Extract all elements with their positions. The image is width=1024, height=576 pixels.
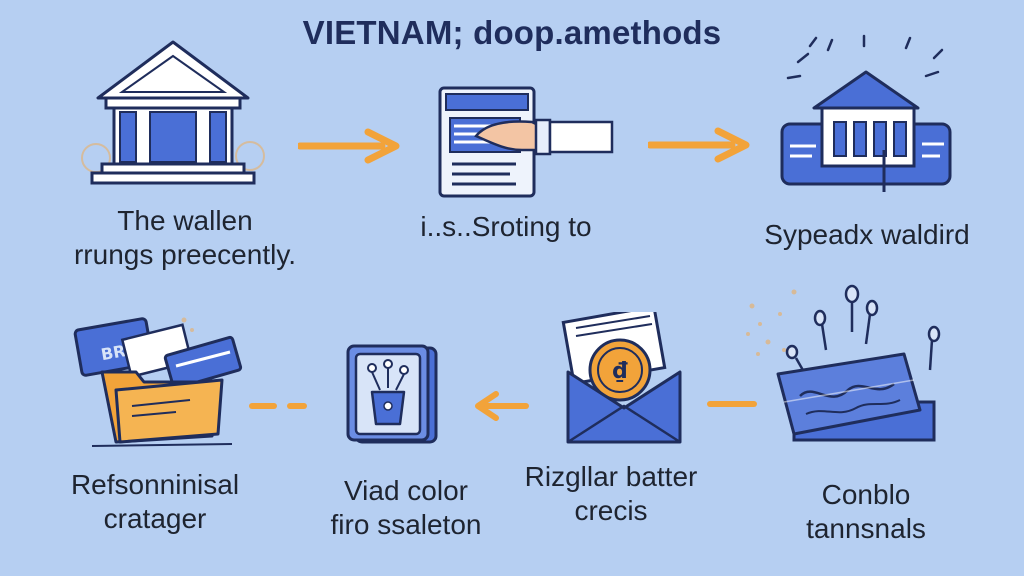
step-label: The wallen rrungs preecently. <box>73 205 297 270</box>
credit-card-stack-icon <box>746 284 941 442</box>
envelope-coin-icon: ₫ <box>561 312 682 444</box>
bank-icon <box>81 40 265 185</box>
arrow-dash-icon <box>249 403 307 409</box>
arrow-right-icon <box>298 128 400 164</box>
arrow-right-icon <box>648 127 750 163</box>
bank-card-icon <box>780 34 952 192</box>
mobile-bag-icon <box>346 344 438 444</box>
folder-cards-icon: BRG <box>73 317 243 447</box>
svg-text:₫: ₫ <box>612 359 628 384</box>
step-label: i..s..Sroting to <box>420 211 592 242</box>
step-label: Viad color firo ssaleton <box>330 475 482 540</box>
step-label: Sypeadx waldird <box>764 219 970 250</box>
step-label: Refsonninisal cratager <box>70 469 240 534</box>
diagram-title: VIETNAM; doop.amethods <box>302 14 722 51</box>
arrow-left-icon <box>475 391 529 421</box>
arrow-left-icon <box>707 401 757 407</box>
document-hand-icon <box>438 86 614 198</box>
step-label: Conblo tannsnals <box>806 479 926 544</box>
step-label: Rizgllar batter crecis <box>524 461 698 526</box>
